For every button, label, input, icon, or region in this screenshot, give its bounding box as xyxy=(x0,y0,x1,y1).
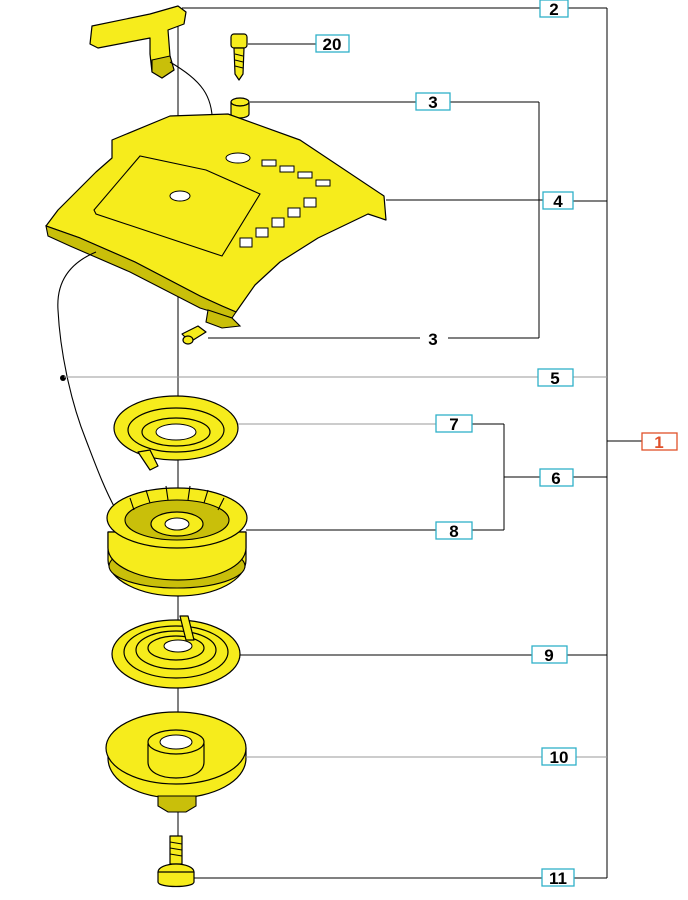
callout-7-text: 7 xyxy=(449,415,458,434)
screw-part xyxy=(230,33,248,81)
callout-2[interactable]: 2 xyxy=(539,0,569,19)
callout-3-bottom[interactable]: 3 xyxy=(428,330,437,349)
assembly-bracket xyxy=(567,7,642,879)
callout-20-text: 20 xyxy=(323,35,342,54)
recoil-spring-part-lower xyxy=(111,615,241,689)
flange-hub-part xyxy=(105,711,247,813)
callout-10-text: 10 xyxy=(550,748,569,767)
callout-8[interactable]: 8 xyxy=(435,521,473,541)
callout-3-top[interactable]: 3 xyxy=(415,92,451,112)
callout-6[interactable]: 6 xyxy=(539,468,574,488)
callout-3-top-text: 3 xyxy=(428,93,437,112)
callout-9-text: 9 xyxy=(544,646,553,665)
bushing-part-top xyxy=(230,97,250,119)
callout-5[interactable]: 5 xyxy=(537,368,574,388)
pulley-part xyxy=(106,485,248,597)
starter-rope-part xyxy=(57,251,117,511)
callout-1[interactable]: 1 xyxy=(641,432,678,452)
leader-lines xyxy=(64,7,543,879)
bolt-part xyxy=(157,835,195,888)
callout-11[interactable]: 11 xyxy=(541,868,575,888)
callout-11-text: 11 xyxy=(549,869,567,888)
callout-9[interactable]: 9 xyxy=(531,645,568,665)
starter-handle-part xyxy=(89,5,213,131)
callout-5-text: 5 xyxy=(550,369,559,388)
callout-7[interactable]: 7 xyxy=(435,414,473,434)
starter-housing-part xyxy=(45,113,387,329)
callout-6-text: 6 xyxy=(551,469,560,488)
callout-3-bottom-text: 3 xyxy=(428,330,437,349)
callout-20[interactable]: 20 xyxy=(315,34,350,54)
callout-1-text: 1 xyxy=(654,433,663,452)
bushing-part-bottom xyxy=(181,325,207,345)
callout-8-text: 8 xyxy=(449,522,458,541)
recoil-spring-part-upper xyxy=(113,395,239,471)
callout-2-text: 2 xyxy=(549,0,558,19)
callout-10[interactable]: 10 xyxy=(541,747,577,767)
callout-4-text: 4 xyxy=(553,192,563,211)
callout-4[interactable]: 4 xyxy=(542,191,574,211)
